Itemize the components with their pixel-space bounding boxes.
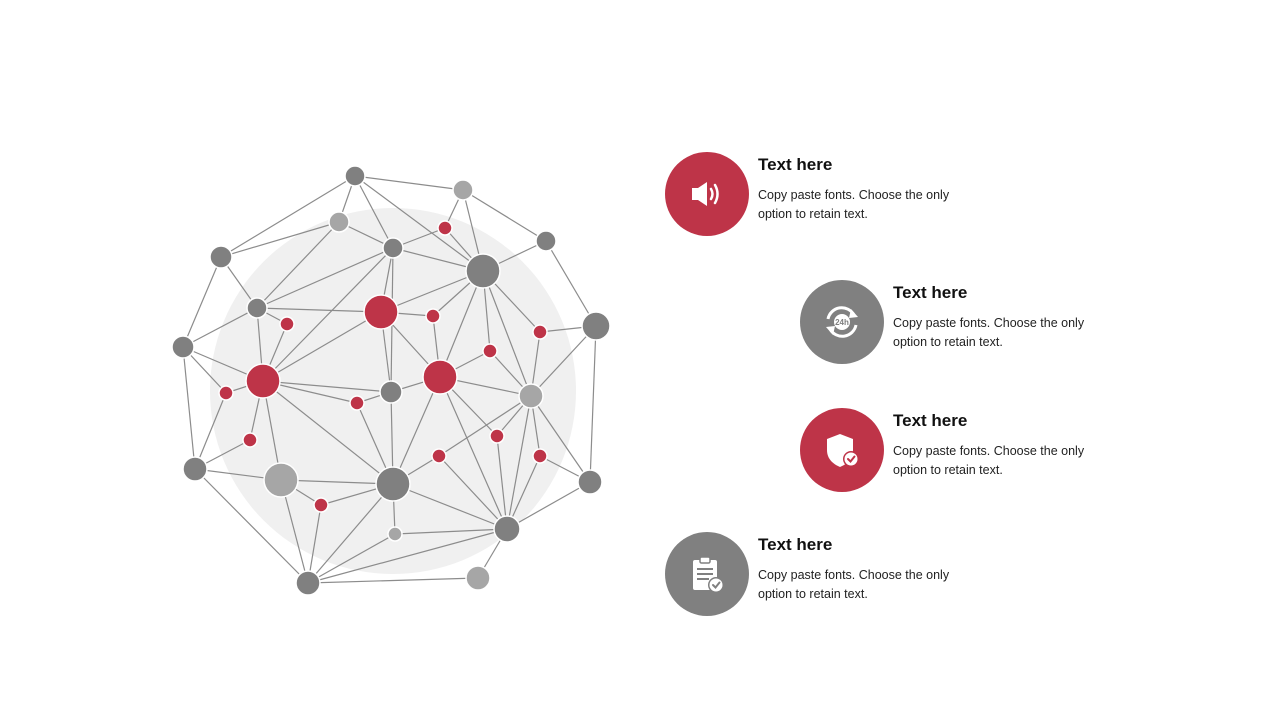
network-edge (182, 307, 258, 348)
item-description: Copy paste fonts. Choose the only option… (893, 316, 1085, 349)
network-edge (380, 270, 484, 313)
network-node (242, 432, 258, 448)
network-edge (256, 247, 394, 309)
item-description: Copy paste fonts. Choose the only option… (758, 188, 950, 221)
network-edge (256, 307, 382, 313)
network-node (581, 311, 611, 341)
network-edge (262, 311, 382, 382)
network-edge (438, 395, 532, 457)
network-node (363, 294, 399, 330)
24h-cycle-icon: 24h (800, 280, 884, 364)
network-node (577, 469, 603, 495)
network-node (279, 316, 295, 332)
network-graph (171, 165, 611, 596)
network-node (489, 428, 505, 444)
network-edge (439, 270, 484, 378)
network-edge (307, 504, 322, 584)
network-edge (506, 395, 532, 530)
network-edge (280, 479, 394, 485)
network-edge (220, 175, 356, 258)
network-node (532, 324, 548, 340)
svg-text:24h: 24h (835, 318, 849, 327)
item-description: Copy paste fonts. Choose the only option… (893, 444, 1085, 477)
network-node (465, 253, 501, 289)
network-edge (262, 380, 394, 485)
network-edge (506, 481, 591, 530)
feature-item-1: Text here Copy paste fonts. Choose the o… (665, 152, 1085, 242)
network-node (425, 308, 441, 324)
feature-item-2: 24h Text here Copy paste fonts. Choose t… (800, 280, 1220, 370)
network-node (452, 179, 474, 201)
network-node (263, 462, 299, 498)
network-edge (462, 189, 547, 242)
network-node (218, 385, 234, 401)
item-title: Text here (893, 411, 968, 430)
network-node (295, 570, 321, 596)
network-edge (182, 256, 222, 348)
megaphone-icon (665, 152, 749, 236)
item-description: Copy paste fonts. Choose the only option… (758, 568, 950, 601)
network-node (171, 335, 195, 359)
network-node (182, 456, 208, 482)
network-edge (194, 468, 309, 584)
network-edge (256, 221, 340, 309)
network-edge (194, 392, 227, 470)
network-edge (354, 175, 484, 272)
network-node (328, 211, 350, 233)
item-title: Text here (893, 283, 968, 302)
item-title: Text here (758, 535, 833, 554)
network-edge (530, 395, 591, 483)
network-edge (220, 221, 340, 258)
network-node (431, 448, 447, 464)
network-node (349, 395, 365, 411)
network-edge (307, 577, 479, 584)
feature-item-4: Text here Copy paste fonts. Choose the o… (665, 532, 1085, 622)
network-node (375, 466, 411, 502)
network-node (313, 497, 329, 513)
network-node (344, 165, 366, 187)
feature-item-3: Text here Copy paste fonts. Choose the o… (800, 408, 1220, 498)
network-edge (182, 346, 196, 470)
network-edge (262, 247, 394, 382)
network-node (379, 380, 403, 404)
shield-check-icon (800, 408, 884, 492)
network-edge (392, 376, 441, 485)
network-edge (354, 175, 394, 249)
network-edge (392, 483, 508, 530)
network-node (465, 565, 491, 591)
network-edge (545, 240, 597, 327)
network-node (246, 297, 268, 319)
network-node (382, 237, 404, 259)
network-edge (354, 175, 464, 191)
network-edge (439, 376, 508, 530)
network-edge (589, 325, 597, 483)
clipboard-check-icon (665, 532, 749, 616)
network-edge (307, 483, 394, 584)
network-edge (307, 533, 396, 584)
network-edge (530, 325, 597, 397)
network-node (422, 359, 458, 395)
network-edge (307, 528, 508, 584)
network-node (437, 220, 453, 236)
network-edge (262, 380, 392, 393)
network-node (493, 515, 521, 543)
network-node (535, 230, 557, 252)
network-edge (496, 435, 508, 530)
network-node (209, 245, 233, 269)
network-node (245, 363, 281, 399)
network-edge (438, 455, 508, 530)
network-node (532, 448, 548, 464)
network-node (387, 526, 403, 542)
item-title: Text here (758, 155, 833, 174)
network-node (482, 343, 498, 359)
network-edge (394, 528, 508, 535)
network-node (518, 383, 544, 409)
network-edge (482, 270, 532, 397)
